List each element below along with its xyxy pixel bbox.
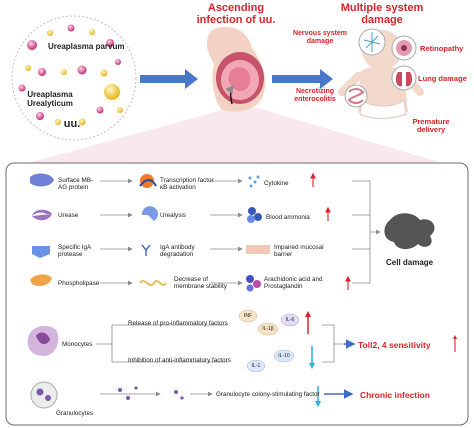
premature-delivery-label: Premature delivery: [412, 117, 450, 134]
mb-ag-factor: Surface MB-AG protein: [58, 177, 93, 191]
inf-label: INF: [243, 313, 253, 319]
increase-arrows: [310, 172, 351, 290]
il1b-label: IL-1β: [262, 326, 274, 332]
blood-ammonia-effect: Blood ammonia: [266, 214, 310, 221]
cytokine-bubbles: [238, 309, 300, 373]
ureaplasma-urealyticum-label: Ureaplasma Urealyticum: [27, 90, 73, 108]
mucosal-barrier-icon: [246, 245, 270, 254]
bacteria-dots: [18, 24, 123, 126]
granulocyte-icon: [30, 381, 58, 409]
gcsf-label: Granulocyte colony-stimulating factor: [216, 391, 320, 398]
damaged-cell-icon: [384, 213, 435, 250]
mechanism-box: [5, 162, 469, 426]
cytokine-dots-icon: [248, 175, 260, 188]
pregnant-woman-illustration: [206, 26, 266, 112]
cytokine-effect: Cytokine: [264, 180, 289, 187]
lung-circle: [391, 65, 417, 91]
bacteria-circle: [11, 15, 137, 141]
il1-label: IL-1: [251, 363, 261, 369]
cell-damage-label: Cell damage: [386, 258, 434, 267]
urease-factor: Urease: [58, 212, 79, 219]
lung-damage-label: Lung damage: [418, 74, 467, 83]
iga-protease-factor: Specific IgA protease: [58, 244, 91, 258]
iga-degradation-process: IgA antibody degradation: [160, 244, 195, 258]
il10-label: IL-10: [278, 353, 290, 359]
uu-label: uu.: [63, 118, 81, 130]
kb-activation: Transcription factor κB activation: [160, 177, 214, 191]
release-label: Release of pro-inflammatory factors: [128, 320, 228, 327]
ureaplasma-parvum-label: Ureaplasma parvum: [48, 42, 125, 51]
granulocytes-label: Granulocytes: [56, 410, 94, 417]
mb-ag-protein-icon: [30, 173, 54, 187]
nervous-system-damage-label: Nervous system damage: [292, 30, 348, 45]
mucosal-barrier-effect: Impaired mucosal barrier: [274, 244, 324, 258]
iga-antibody-icon: [141, 244, 151, 256]
membrane-icon: [139, 280, 167, 286]
urealysis-process: Urealysis: [160, 212, 186, 219]
il6-label: IL-6: [285, 317, 295, 323]
iga-protease-icon: [32, 246, 50, 258]
phospholipase-factor: Phospholipase: [58, 280, 100, 287]
granule-dots: [118, 386, 184, 400]
chronic-infection-label: Chronic infection: [360, 390, 430, 400]
arachidonic-icon: [246, 275, 261, 292]
multiple-system-damage-title: Multiple system damage: [340, 2, 424, 26]
phospholipase-icon: [30, 274, 52, 286]
urealysis-icon: [141, 206, 158, 221]
toll-sensitivity-label: Toll2, 4 sensitivity: [358, 340, 431, 350]
zoom-wedge: [28, 108, 442, 163]
retinopathy-label: Retinopathy: [420, 44, 464, 53]
arrow-to-womb: [140, 69, 198, 89]
membrane-stability-process: Decrease of membrane stability: [174, 276, 227, 290]
ascending-infection-title: Ascending infection of uu.: [196, 2, 276, 26]
necrotizing-enterocolitis-label: Necrotizing enterocolitis: [294, 88, 336, 103]
arachidonic-effect: Arachidonic acid and Prostaglandin: [264, 276, 323, 290]
inhibition-label: Inhibition of anti-inflammatory factors: [128, 357, 231, 364]
monocytes-label: Monocytes: [62, 341, 93, 348]
arrow-to-infant: [272, 69, 333, 89]
nh3-icon: [247, 207, 262, 223]
urease-icon: [32, 209, 52, 221]
